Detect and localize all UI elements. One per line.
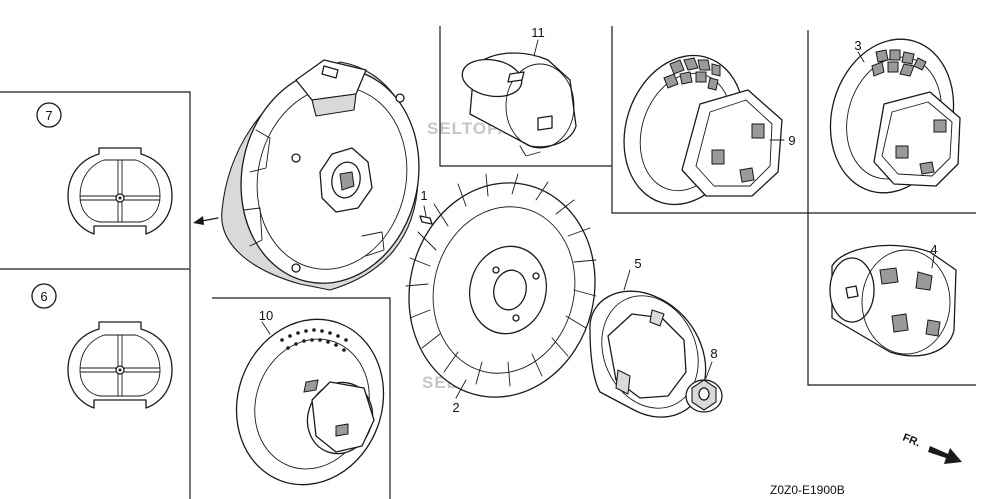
frame-part-9 — [611, 26, 976, 214]
part-label-3: 3 — [854, 38, 861, 53]
part-label-2: 2 — [452, 400, 459, 415]
part-label-9: 9 — [788, 133, 795, 148]
figure-code: Z0Z0-E1900B — [770, 483, 845, 497]
part-5-starter-pulley — [589, 269, 707, 418]
leader-lines — [455, 379, 467, 399]
frame-part-6 — [0, 268, 191, 499]
part-labels: 7 6 1 2 3 4 5 8 9 10 11 — [31, 25, 938, 415]
part-9-cover — [623, 54, 785, 206]
part-label-11: 11 — [531, 25, 545, 40]
part-label-6: 6 — [40, 289, 47, 304]
panel-frames — [0, 26, 976, 499]
part-11-sleeve — [461, 39, 577, 157]
frame-part-10 — [212, 297, 391, 499]
part-label-1: 1 — [420, 188, 427, 203]
part-label-7: 7 — [45, 108, 52, 123]
arrow-right-icon — [928, 446, 962, 464]
part-10-fan-cover — [235, 318, 385, 486]
front-direction-label: FR. — [901, 432, 922, 450]
frame-part-4 — [807, 213, 976, 386]
part-label-5: 5 — [634, 256, 641, 271]
callout-circle — [31, 283, 57, 309]
flywheel — [221, 59, 420, 291]
part-label-8: 8 — [710, 346, 717, 361]
arrow-left-icon — [193, 216, 219, 225]
part-label-4: 4 — [930, 242, 937, 257]
part-label-10: 10 — [259, 308, 273, 323]
part-6-disc — [67, 321, 173, 409]
part-4-insert — [829, 244, 957, 357]
part-3-cover — [829, 38, 961, 194]
frame-part-11 — [439, 26, 612, 167]
part-8-flange-nut — [685, 361, 723, 413]
part-7-disc — [67, 147, 173, 235]
frame-part-7 — [0, 91, 191, 268]
part-2-cooling-fan — [405, 173, 597, 398]
part-1-key — [419, 205, 433, 225]
front-direction-indicator: FR. — [901, 432, 962, 464]
callout-circle — [36, 102, 62, 128]
